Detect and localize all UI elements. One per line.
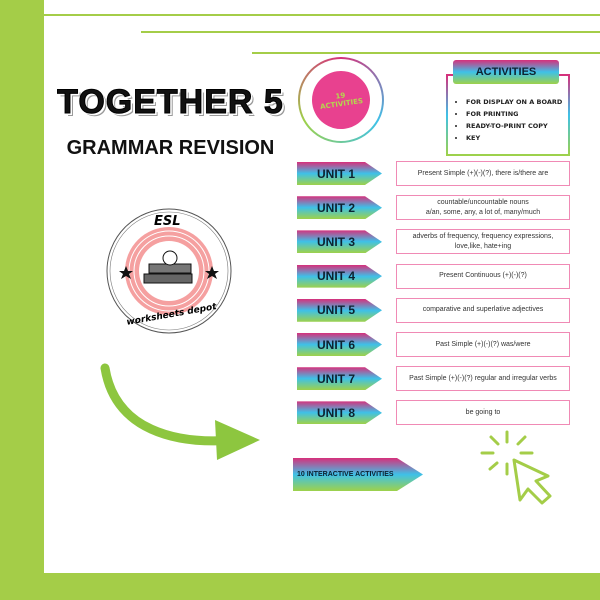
badge-label: ACTIVITIES [319,96,364,111]
bottom-green-band [0,573,600,600]
unit-1-arrow[interactable]: UNIT 1 [297,162,382,185]
activity-item: READY-TO-PRINT COPY [466,120,568,132]
activities-heading: ACTIVITIES [453,60,559,84]
page-subtitle: GRAMMAR REVISION [66,137,275,159]
top-line-2 [141,31,600,33]
interactive-activities-arrow[interactable]: 10 INTERACTIVE ACTIVITIES [293,458,423,491]
top-line-1 [44,14,600,16]
activities-count-badge: 19 ACTIVITIES [298,57,384,143]
unit-2-topic: countable/uncountable nouns a/an, some, … [396,195,570,221]
unit-6-arrow[interactable]: UNIT 6 [297,333,382,356]
curved-arrow-icon [100,363,260,460]
unit-8-topic: be going to [396,400,570,426]
top-line-3 [252,52,600,54]
unit-4-topic: Present Continuous (+)(-)(?) [396,263,570,289]
page-title: TOGETHER 5 [57,83,284,122]
unit-5-arrow[interactable]: UNIT 5 [297,298,382,322]
unit-7-arrow[interactable]: UNIT 7 [297,367,382,391]
unit-6-topic: Past Simple (+)(-)(?) was/were [396,332,570,357]
activity-item: FOR PRINTING [466,108,568,120]
activity-item: FOR DISPLAY ON A BOARD [466,96,568,108]
unit-4-arrow[interactable]: UNIT 4 [297,264,382,288]
esl-logo: ESL worksheets depot [104,206,234,336]
logo-top-text: ESL [154,214,181,229]
unit-5-topic: comparative and superlative adjectives [396,297,570,323]
unit-3-arrow[interactable]: UNIT 3 [297,230,382,254]
activities-box: FOR DISPLAY ON A BOARD FOR PRINTING READ… [446,74,570,156]
unit-8-arrow[interactable]: UNIT 8 [297,401,382,425]
unit-7-topic: Past Simple (+)(-)(?) regular and irregu… [396,366,570,392]
unit-3-topic: adverbs of frequency, frequency expressi… [396,229,570,255]
cursor-click-icon [480,430,552,505]
activity-item: KEY [466,132,568,144]
unit-1-topic: Present Simple (+)(-)(?), there is/there… [396,161,570,186]
unit-2-arrow[interactable]: UNIT 2 [297,196,382,220]
left-green-bar [0,0,44,600]
